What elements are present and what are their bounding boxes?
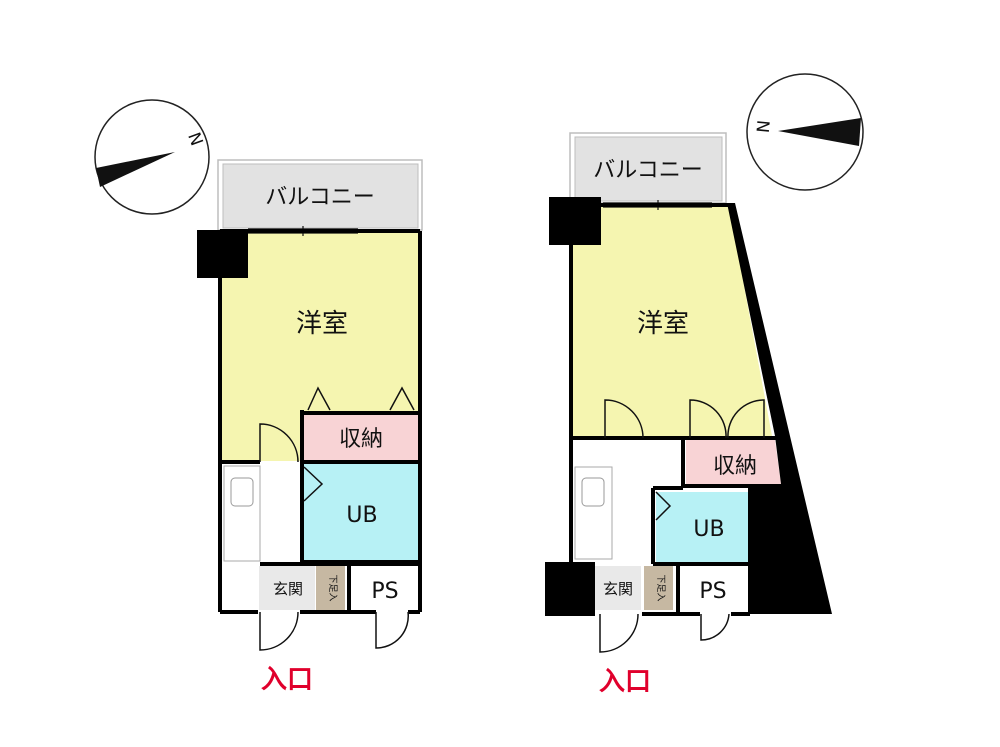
entrance-label: 入口 [261,665,313,695]
western-room-right [573,205,772,436]
pipe-space-label: PS [371,579,398,604]
western-room-label: 洋室 [637,309,689,339]
unit-bath-label: UB [693,517,724,542]
genkan-label: 玄関 [273,580,303,598]
shoe-box-left [316,566,345,610]
storage-left [304,414,419,460]
compass-left: N [94,99,210,215]
walls-right [569,203,781,616]
western-room-label: 洋室 [296,309,348,339]
balcony-left: バルコニー [217,159,423,231]
pipe-space-left [351,566,419,610]
sink-icon [581,477,605,507]
shoe-box-label: 下足入 [655,574,666,601]
sink-icon [230,477,254,507]
storage-right [686,440,781,484]
unit-bath-label: UB [346,503,377,528]
shoe-box-label: 下足入 [327,574,338,601]
genkan-right [595,566,641,610]
genkan-left [259,566,315,610]
compass-needle-icon [96,152,175,187]
balcony-label: バルコニー [265,185,375,210]
column-right-top [549,197,601,245]
column-right-bottom [545,562,595,616]
unit-bath-left [304,464,419,560]
pipe-space-right [681,566,745,610]
floor-plan-left: N バルコニー 洋室 収納 UB 玄関 下足入 [94,99,423,695]
storage-label: 収納 [339,427,383,452]
entrance-label: 入口 [599,667,651,697]
shoe-box-right [644,566,673,610]
balcony-right: バルコニー [569,132,727,204]
shaft-right [727,203,832,614]
walls-left [218,229,422,614]
storage-label: 収納 [713,454,757,479]
compass-needle-icon [778,118,861,146]
pipe-space-label: PS [699,579,726,604]
compass-north-label: N [751,119,772,133]
genkan-label: 玄関 [603,580,633,598]
doors-right [599,399,765,653]
doors-left [259,386,415,651]
floor-plan-right: N バルコニー 洋室 収納 UB 玄関 下足入 [545,73,864,697]
compass-right: N [746,73,864,191]
balcony-label: バルコニー [593,158,703,183]
column-left [197,230,248,278]
unit-bath-right [656,492,761,562]
